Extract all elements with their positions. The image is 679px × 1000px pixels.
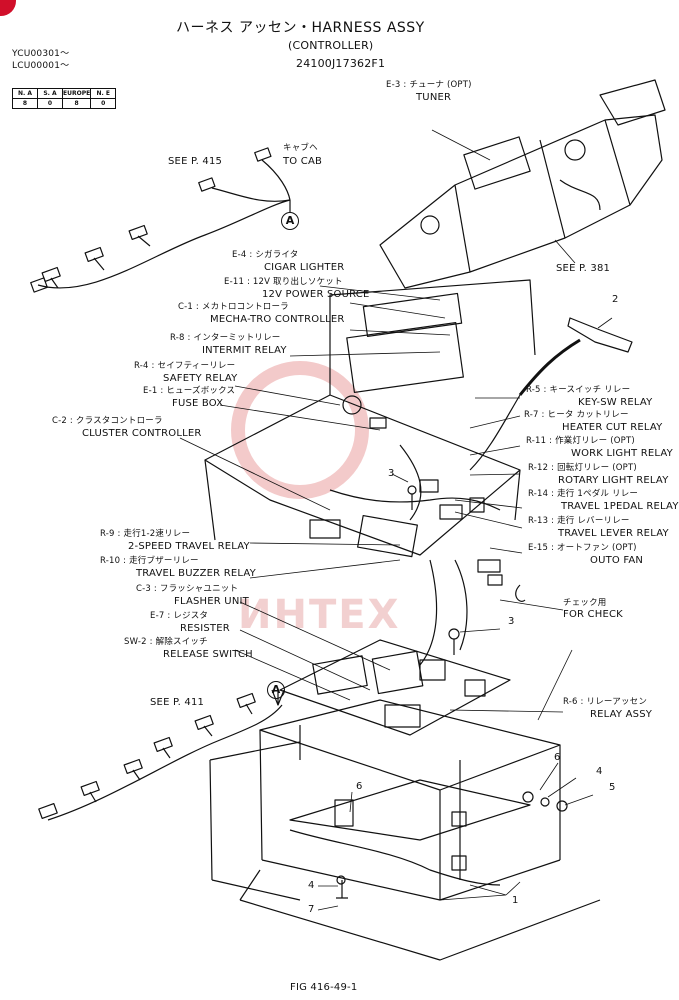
callout-r6-code: R-6 : リレーアッセン <box>563 697 648 707</box>
callout-e11-code: E-11 : 12V 取り出しソケット <box>224 277 343 287</box>
ref-to-cab-jp: キャブヘ <box>283 143 318 153</box>
watermark: ИНТЕХ <box>238 592 401 638</box>
page-title: ハーネス アッセン・HARNESS ASSY <box>176 20 425 36</box>
callout-e7-name: RESISTER <box>180 623 230 634</box>
callout-r13-code: R-13 : 走行 レバーリレー <box>528 516 630 526</box>
callout-e3-code: E-3 : チューナ (OPT) <box>386 80 472 90</box>
callout-e15-code: E-15 : オートファン (OPT) <box>528 543 637 553</box>
marker-a-upper: A <box>281 212 299 230</box>
figure-label: FIG 416-49-1 <box>290 982 358 993</box>
callout-e11-name: 12V POWER SOURCE <box>262 289 370 300</box>
ref-see-p381: SEE P. 381 <box>556 263 611 274</box>
model-qty: 8 <box>61 98 92 109</box>
item-number: 6 <box>554 752 561 763</box>
callout-r7-name: HEATER CUT RELAY <box>562 422 663 433</box>
item-number: 5 <box>609 782 616 793</box>
item-number: 7 <box>308 904 315 915</box>
callout-r14-code: R-14 : 走行 1ペダル リレー <box>528 489 639 499</box>
part-number: 24100J17362F1 <box>296 57 386 70</box>
callout-e3-name: TUNER <box>416 92 452 103</box>
model-applicability-table: N. A S. A EUROPE N. E 8 0 8 0 <box>12 88 117 109</box>
item-number: 4 <box>596 766 603 777</box>
callout-r10-name: TRAVEL BUZZER RELAY <box>136 568 256 579</box>
callout-r8-code: R-8 : インターミットリレー <box>170 333 281 343</box>
callout-r4-name: SAFETY RELAY <box>163 373 238 384</box>
ref-to-cab: TO CAB <box>283 156 323 167</box>
serial-range-1: YCU00301～ <box>12 49 70 59</box>
marker-a-lower: A <box>267 681 285 699</box>
callout-r4-code: R-4 : セイフティーリレー <box>134 361 236 371</box>
item-number: 4 <box>308 880 315 891</box>
callout-r9-code: R-9 : 走行1-2速リレー <box>100 529 191 539</box>
callout-r14-name: TRAVEL 1PEDAL RELAY <box>561 501 679 512</box>
ref-for-check: FOR CHECK <box>563 609 623 620</box>
item-number: 1 <box>512 895 519 906</box>
page-subtitle: (CONTROLLER) <box>288 39 374 52</box>
callout-c2-name: CLUSTER CONTROLLER <box>82 428 202 439</box>
callout-r7-code: R-7 : ヒータ カットリレー <box>524 410 629 420</box>
callout-sw2-code: SW-2 : 解除スイッチ <box>124 637 208 647</box>
callout-e1-name: FUSE BOX <box>172 398 224 409</box>
callout-r13-name: TRAVEL LEVER RELAY <box>558 528 669 539</box>
callout-r12-code: R-12 : 回転灯リレー (OPT) <box>528 463 637 473</box>
callout-sw2-name: RELEASE SWITCH <box>163 649 253 660</box>
callout-r8-name: INTERMIT RELAY <box>202 345 287 356</box>
serial-range-2: LCU00001～ <box>12 61 70 71</box>
callout-r11-code: R-11 : 作業灯リレー (OPT) <box>526 436 635 446</box>
callout-e4-code: E-4 : シガライタ <box>232 250 299 260</box>
callout-c3-code: C-3 : フラッシャユニット <box>136 584 239 594</box>
callout-r6-name: RELAY ASSY <box>590 709 653 720</box>
callout-r5-code: R-5 : キースイッチ リレー <box>526 385 631 395</box>
ref-see-p411: SEE P. 411 <box>150 697 205 708</box>
ref-for-check-jp: チェック用 <box>563 598 607 608</box>
callout-r9-name: 2-SPEED TRAVEL RELAY <box>128 541 250 552</box>
ref-see-p415: SEE P. 415 <box>168 156 223 167</box>
callout-e1-code: E-1 : ヒューズボックス <box>143 386 236 396</box>
callout-e4-name: CIGAR LIGHTER <box>264 262 345 273</box>
item-number: 2 <box>612 294 619 305</box>
item-number: 6 <box>356 781 363 792</box>
callout-c1-name: MECHA-TRO CONTROLLER <box>210 314 345 325</box>
callout-r11-name: WORK LIGHT RELAY <box>571 448 673 459</box>
callout-r5-name: KEY-SW RELAY <box>578 397 653 408</box>
callout-r10-code: R-10 : 走行ブザーリレー <box>100 556 199 566</box>
callout-c1-code: C-1 : メカトロコントローラ <box>178 302 289 312</box>
callout-r12-name: ROTARY LIGHT RELAY <box>558 475 669 486</box>
item-number: 3 <box>388 468 395 479</box>
callout-c2-code: C-2 : クラスタコントローラ <box>52 416 163 426</box>
callout-e7-code: E-7 : レジスタ <box>150 611 209 621</box>
item-number: 3 <box>508 616 515 627</box>
callout-e15-name: OUTO FAN <box>590 555 644 566</box>
callout-c3-name: FLASHER UNIT <box>174 596 249 607</box>
model-qty: 0 <box>90 98 117 109</box>
